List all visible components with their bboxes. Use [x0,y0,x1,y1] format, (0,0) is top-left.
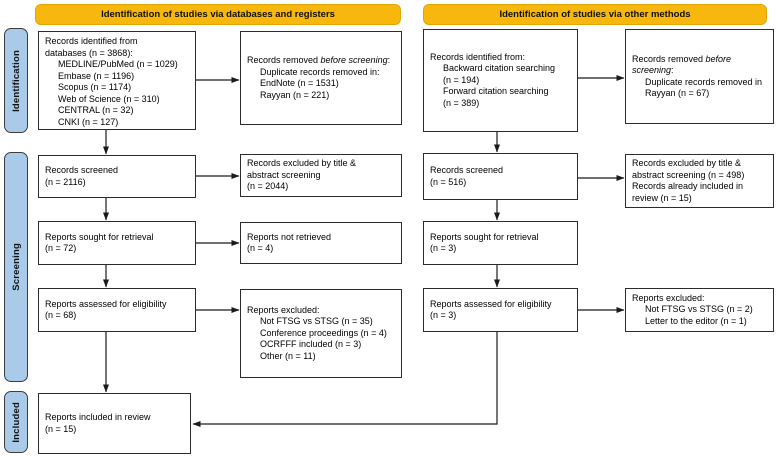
text-line: Duplicate records removed in: [260,66,380,77]
text-line: Reports sought for retrieval [430,231,539,242]
text-line: (n = 516) [430,176,467,187]
text-line: Records excluded by title & [247,158,357,169]
text-line: Reports excluded: [632,292,705,303]
text-line: CNKI (n = 127) [58,116,119,127]
text-line: (n = 15) [45,423,77,434]
text-line: Duplicate records removed in [645,76,763,87]
box-reports-not-retrieved-db: Reports not retrieved(n = 4) [240,222,402,264]
text-line: CENTRAL (n = 32) [58,105,134,115]
box-records-excluded-screening-db: Records excluded by title &abstract scre… [240,154,402,197]
box-records-screened-db: Records screened(n = 2116) [38,155,196,198]
text-line: Records already included in [632,181,744,191]
text-line: (n = 68) [45,310,77,320]
text-line: Reports assessed for eligibility [45,298,167,309]
text-line: screening: [632,65,674,75]
box-reports-sought-db: Reports sought for retrieval(n = 72) [38,221,196,265]
text-line: abstract screening (n = 498) [632,169,745,180]
text-line: EndNote (n = 1531) [260,78,339,88]
text-line: Not FTSG vs STSG (n = 35) [260,316,373,327]
box-reports-sought-other: Reports sought for retrieval(n = 3) [423,221,578,265]
text-line: Records screened [430,165,504,175]
box-reports-included-review: Reports included in review(n = 15) [38,393,191,454]
header-databases-registers: Identification of studies via databases … [35,4,401,25]
text-line: Not FTSG vs STSG (n = 2) [645,304,753,315]
text-line: (n = 389) [443,97,480,108]
text-line: (n = 3) [430,243,457,253]
text-line: Backward citation searching [443,63,556,74]
text-line: MEDLINE/PubMed (n = 1029) [58,59,178,69]
text-line: Records identified from [45,36,138,46]
text-line: (n = 2116) [45,176,86,187]
text-line: Embase (n = 1196) [58,70,135,81]
text-line: Records removed before screening: [247,55,391,65]
box-reports-assessed-db: Reports assessed for eligibility(n = 68) [38,288,196,332]
text-line: Records screened [45,165,119,175]
box-records-removed-before-screening-db: Records removed before screening:Duplica… [240,31,402,125]
header-other-methods: Identification of studies via other meth… [423,4,767,25]
text-line: databases (n = 3868): [45,47,133,58]
phase-label-included-text: Included [10,401,22,443]
text-line: OCRFFF included (n = 3) [260,339,362,350]
text-line: Other (n = 11) [260,350,316,361]
text-line: Scopus (n = 1174) [58,82,132,92]
text-line: (n = 2044) [247,181,289,192]
phase-label-identification: Identification [4,28,28,133]
phase-label-identification-text: Identification [10,49,22,112]
text-line: Records excluded by title & [632,158,742,168]
text-line: Reports not retrieved [247,231,332,242]
text-line: Rayyan (n = 67) [645,88,710,98]
box-reports-excluded-eligibility-other: Reports excluded:Not FTSG vs STSG (n = 2… [625,288,774,332]
text-line: (n = 3) [430,310,457,320]
text-line: Conference proceedings (n = 4) [260,327,387,338]
box-records-screened-other: Records screened(n = 516) [423,153,578,200]
text-line: abstract screening [247,169,321,180]
box-reports-assessed-other: Reports assessed for eligibility(n = 3) [423,288,578,332]
text-line: Letter to the editor (n = 1) [645,315,747,326]
phase-label-screening: Screening [4,152,28,382]
text-line: Records removed before [632,53,732,64]
text-line: Reports sought for retrieval [45,231,154,242]
phase-label-included: Included [4,391,28,453]
text-line: Reports included in review [45,412,151,422]
text-line: Forward citation searching [443,86,549,97]
text-line: (n = 4) [247,243,274,253]
box-records-identified-other: Records identified from:Backward citatio… [423,29,578,132]
text-line: review (n = 15) [632,192,692,203]
text-line: Reports excluded: [247,304,320,315]
text-line: Web of Science (n = 310) [58,93,160,104]
text-line: Rayyan (n = 221) [260,89,330,100]
box-reports-excluded-eligibility-db: Reports excluded:Not FTSG vs STSG (n = 3… [240,289,402,378]
box-records-excluded-screening-other: Records excluded by title &abstract scre… [625,154,774,208]
text-line: (n = 72) [45,243,77,253]
text-line: Records identified from: [430,51,526,62]
phase-label-screening-text: Screening [10,243,22,291]
text-line: Reports assessed for eligibility [430,298,552,309]
text-line: (n = 194) [443,74,480,85]
